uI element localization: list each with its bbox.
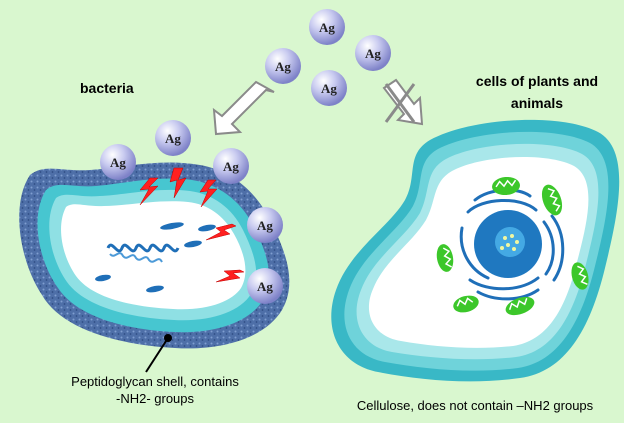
ion-ag: Ag [309,9,345,45]
ion-ag: Ag [247,207,283,243]
svg-text:Ag: Ag [321,81,337,96]
svg-text:Ag: Ag [365,46,381,61]
spark [199,179,218,208]
svg-text:Ag: Ag [223,159,239,174]
svg-text:Ag: Ag [257,218,273,233]
arrow-to-cells-blocked [382,78,424,126]
ion-ag: Ag [311,70,347,106]
bacteria-label: bacteria [80,80,134,96]
spark [215,269,245,283]
endoplasmic-reticulum [459,188,565,301]
ribosomes [95,222,216,293]
ion-ag: Ag [247,268,283,304]
arrow-to-bacteria [212,80,275,136]
svg-text:Ag: Ag [319,20,335,35]
svg-text:Ag: Ag [165,131,181,146]
spark [139,177,159,206]
nucleolus [495,227,525,257]
svg-text:Ag: Ag [275,59,291,74]
pointer-dot [164,334,172,342]
pointer-line [145,337,169,373]
plant-animal-cell [331,119,620,382]
ion-ag: Ag [100,144,136,180]
dna-coil [106,243,180,253]
cells-label: cells of plants and animals [452,70,622,114]
sparks [139,167,245,283]
cells-label-line2: animals [510,95,564,111]
ion-ag: Ag [213,148,249,184]
chromatin [500,234,519,251]
peptidoglycan-label-line2: -NH2- groups [115,391,195,406]
spark [205,223,237,241]
bacterium [19,162,290,349]
ion-ag: Ag [265,48,301,84]
cross-mark [384,83,416,123]
mitochondria [436,176,589,316]
peptidoglycan-label-line1: Peptidoglycan shell, contains [71,374,239,389]
spark [169,167,187,199]
cells-label-line1: cells of plants and [475,73,599,89]
svg-text:Ag: Ag [110,155,126,170]
ion-ag: Ag [355,35,391,71]
ion-ag: Ag [155,120,191,156]
cellulose-label: Cellulose, does not contain –NH2 groups [356,398,594,413]
svg-text:Ag: Ag [257,279,273,294]
